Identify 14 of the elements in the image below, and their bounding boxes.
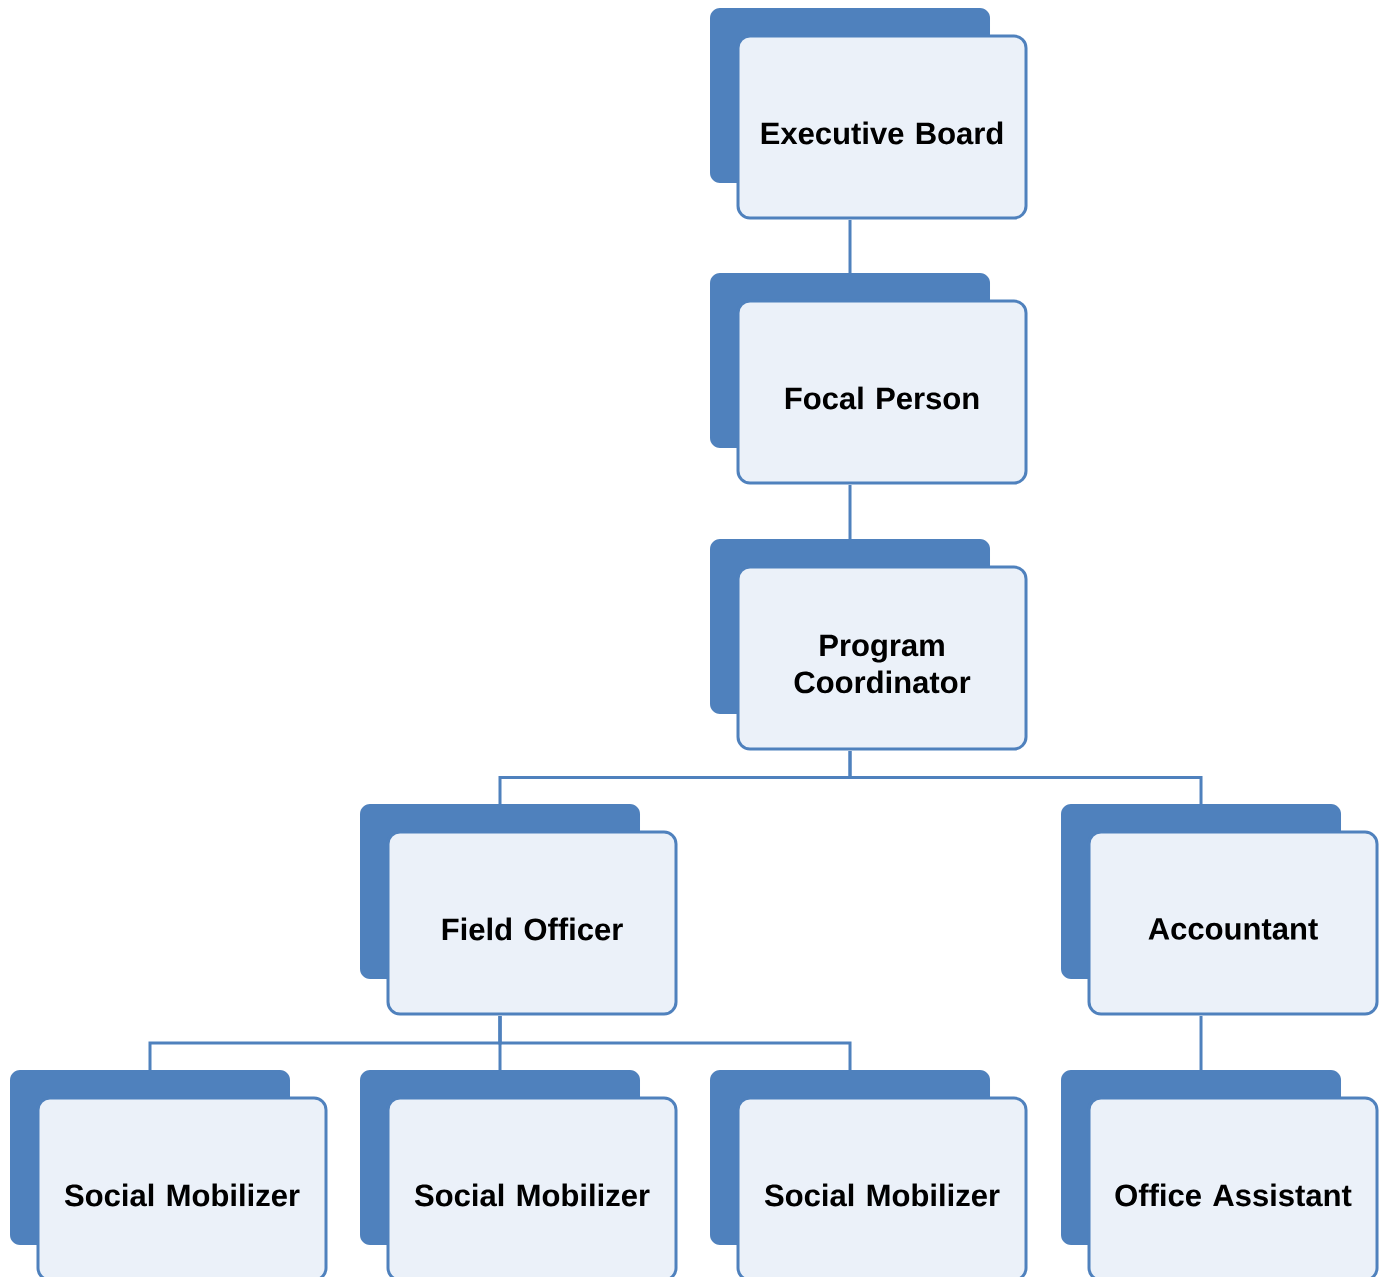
- connector-line: [848, 220, 852, 273]
- role-box: Field Officer: [360, 804, 678, 1016]
- role-box: Social Mobilizer: [360, 1070, 678, 1277]
- role-box: Executive Board: [710, 8, 1028, 220]
- role-box: Program Coordinator: [710, 539, 1028, 751]
- connector-line: [498, 1016, 852, 1070]
- connector-line: [848, 751, 1203, 804]
- role-box: Accountant: [1061, 804, 1379, 1016]
- connector-line: [848, 485, 852, 539]
- role-box: Social Mobilizer: [710, 1070, 1028, 1277]
- role-box: Social Mobilizer: [10, 1070, 328, 1277]
- connector-line: [1199, 1016, 1203, 1070]
- role-box: Focal Person: [710, 273, 1028, 485]
- role-box: Office Assistant: [1061, 1070, 1379, 1277]
